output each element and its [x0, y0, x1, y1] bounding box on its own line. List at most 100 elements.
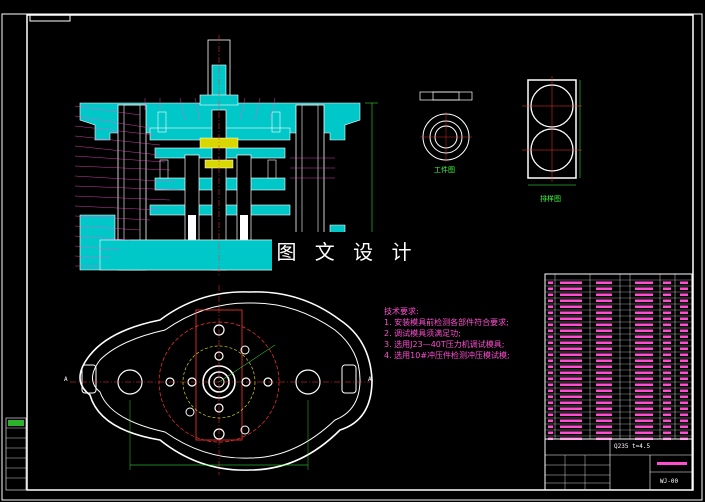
- notes-item: 2. 调试模具须满足功;: [384, 329, 461, 338]
- parts-list-cell-mark: [548, 401, 553, 404]
- parts-list-cell-mark: [548, 341, 553, 344]
- parts-list-cell-mark: [596, 293, 612, 296]
- corner-tab: [29, 14, 71, 22]
- parts-list-cell-mark: [596, 371, 612, 374]
- parts-list-cell-mark: [560, 341, 582, 344]
- title-block-drawing-no: WJ-00: [660, 478, 679, 485]
- inner-frame: [26, 14, 694, 491]
- parts-list-cell-mark: [635, 425, 653, 428]
- parts-list-cell-mark: [680, 311, 688, 314]
- parts-list-cell-mark: [548, 395, 553, 398]
- parts-list-cell-mark: [560, 407, 582, 410]
- parts-list-cell-mark: [596, 425, 612, 428]
- parts-list-cell-mark: [560, 281, 582, 284]
- parts-list-cell-mark: [680, 305, 688, 308]
- section-mark-right: A: [368, 376, 372, 383]
- parts-list-cell-mark: [596, 299, 612, 302]
- strip-layout-label: 排样图: [540, 195, 561, 203]
- workpiece-view: [419, 91, 473, 162]
- parts-list-cell-mark: [635, 299, 653, 302]
- parts-list-cell-mark: [680, 293, 688, 296]
- parts-list-cell-mark: [548, 353, 553, 356]
- parts-list-cell-mark: [596, 347, 612, 350]
- strip-layout-view: [522, 76, 582, 186]
- parts-list-cell-mark: [560, 305, 582, 308]
- parts-list-cell-mark: [635, 287, 653, 290]
- parts-list-cell-mark: [663, 425, 671, 428]
- parts-list-cell-mark: [635, 329, 653, 332]
- parts-list-cell-mark: [680, 395, 688, 398]
- notes-item: 1. 安装模具前检测各部件符合要求;: [384, 318, 509, 327]
- parts-list-cell-mark: [663, 323, 671, 326]
- left-side-strip: [5, 417, 27, 491]
- parts-list-cell-mark: [560, 311, 582, 314]
- parts-list-cell-mark: [560, 395, 582, 398]
- parts-list-cell-mark: [663, 281, 671, 284]
- parts-list-cell-mark: [680, 413, 688, 416]
- parts-list-cell-mark: [635, 431, 653, 434]
- parts-list-cell-mark: [680, 329, 688, 332]
- parts-list-table: [544, 273, 693, 440]
- parts-list-cell-mark: [663, 311, 671, 314]
- parts-list-cell-mark: [548, 287, 553, 290]
- parts-list-cell-mark: [663, 395, 671, 398]
- parts-list-cell-mark: [548, 329, 553, 332]
- parts-list-cell-mark: [596, 335, 612, 338]
- parts-list-cell-mark: [680, 317, 688, 320]
- parts-list-cell-mark: [596, 341, 612, 344]
- parts-list-cell-mark: [663, 431, 671, 434]
- parts-list-cell-mark: [596, 395, 612, 398]
- parts-list-cell-mark: [560, 419, 582, 422]
- parts-list-cell-mark: [560, 389, 582, 392]
- parts-list-cell-mark: [596, 317, 612, 320]
- parts-list-cell-mark: [548, 299, 553, 302]
- parts-list-cell-mark: [560, 401, 582, 404]
- parts-list-cell-mark: [560, 299, 582, 302]
- parts-list-cell-mark: [596, 431, 612, 434]
- parts-list-cell-mark: [635, 419, 653, 422]
- parts-list-cell-mark: [680, 371, 688, 374]
- parts-list-cell-mark: [560, 383, 582, 386]
- parts-list-cell-mark: [560, 287, 582, 290]
- technical-notes: 技术要求: 1. 安装模具前检测各部件符合要求; 2. 调试模具须满足功; 3.…: [384, 306, 510, 361]
- parts-list-cell-mark: [635, 347, 653, 350]
- parts-list-cell-mark: [548, 371, 553, 374]
- parts-list-cell-mark: [680, 359, 688, 362]
- parts-list-cell-mark: [560, 323, 582, 326]
- parts-list-cell-mark: [596, 419, 612, 422]
- parts-list-cell-mark: [596, 413, 612, 416]
- parts-list-cell-mark: [635, 323, 653, 326]
- parts-list-cell-mark: [548, 335, 553, 338]
- parts-list-cell-mark: [560, 425, 582, 428]
- parts-list-cell-mark: [663, 335, 671, 338]
- parts-list-cell-mark: [596, 389, 612, 392]
- parts-list-cell-mark: [560, 377, 582, 380]
- parts-list-cell-mark: [663, 389, 671, 392]
- parts-list-cell-mark: [548, 365, 553, 368]
- parts-list-cell-mark: [680, 401, 688, 404]
- parts-list-cell-mark: [548, 413, 553, 416]
- parts-list-cell-mark: [596, 329, 612, 332]
- parts-list-cell-mark: [680, 389, 688, 392]
- parts-list-cell-mark: [663, 353, 671, 356]
- parts-list-cell-mark: [663, 329, 671, 332]
- parts-list-cell-mark: [548, 431, 553, 434]
- parts-list-cell-mark: [663, 407, 671, 410]
- parts-list-cell-mark: [548, 347, 553, 350]
- parts-list-cell-mark: [635, 383, 653, 386]
- parts-list-cell-mark: [680, 323, 688, 326]
- notes-item: 4. 选用10#冲压件检测冲压模试模;: [384, 351, 510, 360]
- parts-list-cell-mark: [548, 407, 553, 410]
- parts-list-cell-mark: [635, 377, 653, 380]
- parts-list-cell-mark: [635, 389, 653, 392]
- notes-item: 3. 选用J23—40T压力机调试模具;: [384, 340, 505, 349]
- parts-list-cell-mark: [635, 395, 653, 398]
- parts-list-cell-mark: [596, 407, 612, 410]
- parts-list-cell-mark: [596, 287, 612, 290]
- workpiece-view-label: 工件图: [434, 166, 455, 174]
- parts-list-cell-mark: [596, 383, 612, 386]
- title-block: [544, 438, 693, 491]
- parts-list-cell-mark: [663, 299, 671, 302]
- parts-list-cell-mark: [560, 413, 582, 416]
- parts-list-cell-mark: [680, 299, 688, 302]
